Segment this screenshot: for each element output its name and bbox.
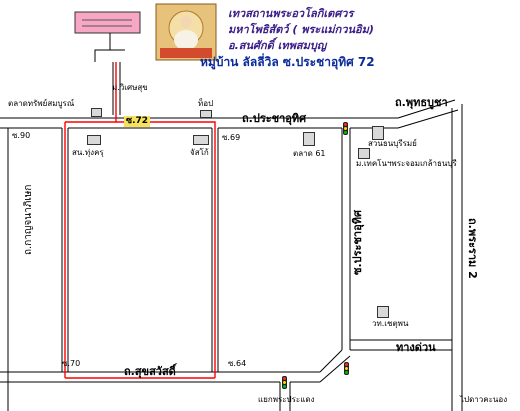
destination-box <box>74 11 141 34</box>
label-soi90: ซ.90 <box>12 131 31 140</box>
label-road-rama2: ถ.พระราม 2 <box>466 218 479 279</box>
label-road-prachauthit: ถ.ประชาอุทิศ <box>242 112 307 125</box>
highlight-route <box>115 62 216 378</box>
label-expressway: ทางด่วน <box>396 341 436 354</box>
university-building <box>358 148 370 159</box>
label-market-sap: ตลาดทรัพย์สมบูรณ์ <box>8 99 75 108</box>
market-building <box>91 108 102 117</box>
label-soi-prachauthit: ซ.ประชาอุทิศ <box>351 210 364 275</box>
soi72-tag: ซ.72 <box>124 116 151 127</box>
label-soi70: ซ.70 <box>62 359 81 368</box>
jiffy-building <box>193 135 209 145</box>
label-road-kanchanaphisek: ถ.กาญจนาภิเษก <box>23 184 34 255</box>
wat-chetuphon-building <box>377 306 389 318</box>
traffic-light-3 <box>282 376 287 389</box>
phutthabucha-road <box>397 99 456 119</box>
label-tops: ท็อป <box>198 99 214 108</box>
header-line1: เทวสถานพระอวโลกิเตศวร <box>228 7 354 20</box>
traffic-light-2 <box>344 362 349 375</box>
tops-building <box>200 110 212 118</box>
label-jiffy: จัสโก้ <box>190 148 209 157</box>
label-suan-thon: สวนธนบุรีรมย์ <box>368 139 417 148</box>
label-to-kanlapaphruek: ไปดาวคะนอง <box>460 395 508 404</box>
village-title: หมู่บ้าน ลัลลี่วิล ซ.ประชาอุทิศ 72 <box>200 55 375 69</box>
expressway-ramp <box>319 349 343 373</box>
header-line2: มหาโพธิสัตว์ ( พระแม่กวนอิม) <box>228 23 374 36</box>
label-soi64: ซ.64 <box>228 359 247 368</box>
label-wat-chetuphon: วท.เชตุพน <box>372 319 409 328</box>
label-intersection: แยกพระประแดง <box>258 395 315 404</box>
label-mvisetsuk: ม.วิเศษสุข <box>112 83 148 92</box>
label-road-phutthabucha: ถ.พุทธบูชา <box>395 96 448 109</box>
label-san-thungkru: สน.ทุ่งครุ <box>72 148 104 157</box>
label-university: ม.เทคโนฯพระจอมเกล้าธนบุรี <box>356 159 457 168</box>
label-road-suksawat: ถ.สุขสวัสดิ์ <box>124 365 176 378</box>
market61-building <box>303 132 315 146</box>
village-lane <box>94 33 111 62</box>
header-line3: อ.สนศักดิ์ เทพสมบุญ <box>228 39 327 52</box>
traffic-light-1 <box>343 122 348 135</box>
suan-thon-building <box>372 126 384 140</box>
label-market61: ตลาด 61 <box>293 149 326 158</box>
label-soi69: ซ.69 <box>222 133 241 142</box>
police-station-building <box>87 135 101 145</box>
